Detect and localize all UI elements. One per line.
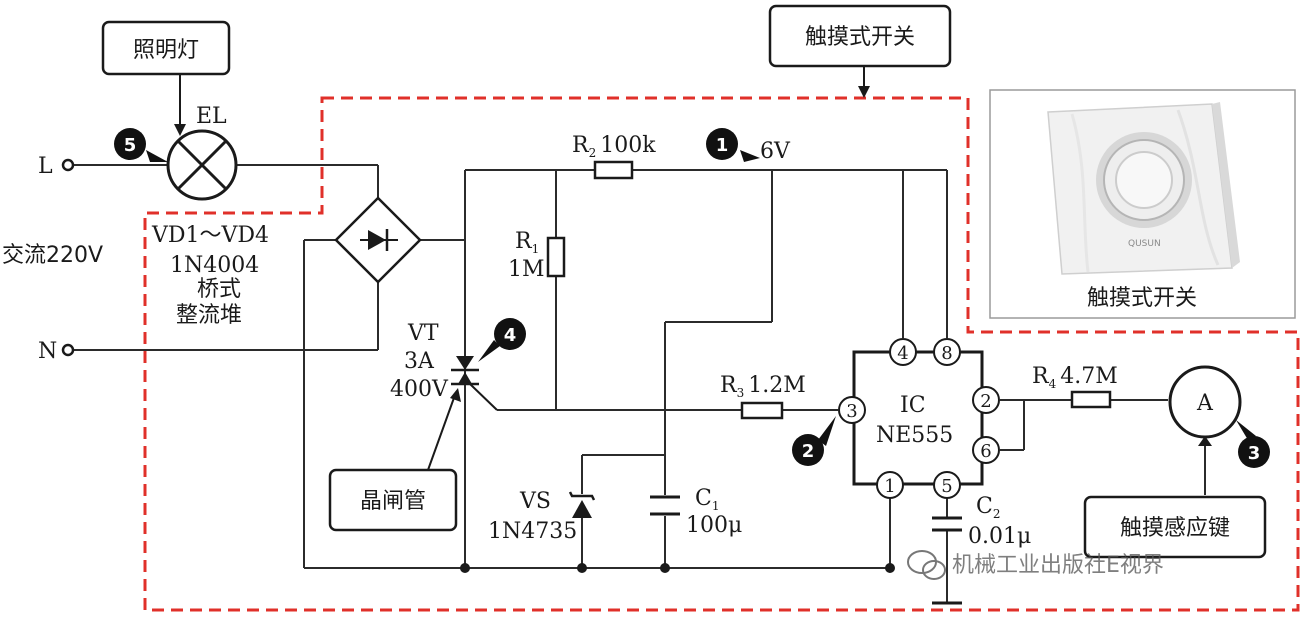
- bridge-rectifier: [334, 196, 422, 284]
- ac-source-label: 交流220V: [2, 243, 103, 268]
- photo-brand-text: QUSUN: [1128, 239, 1161, 249]
- vs-part-label: 1N4735: [488, 519, 577, 544]
- ic-pin-8: 8: [941, 343, 952, 364]
- thyristor-callout: 晶闸管: [328, 388, 461, 532]
- r4-value: 4.7M: [1060, 364, 1118, 389]
- resistor-r1: R1 1M: [508, 229, 566, 282]
- dashed-region-switch: [143, 96, 1300, 612]
- bridge-ref-label: VD1～VD4: [151, 223, 269, 248]
- watermark-text: 机械工业出版社E视界: [952, 553, 1164, 578]
- vt-voltage-label: 400V: [390, 377, 449, 402]
- terminal-n-dot: [61, 343, 75, 357]
- c2-sub: 2: [993, 507, 1001, 521]
- badge-2: 2: [792, 416, 836, 466]
- svg-text:R31.2M: R31.2M: [720, 373, 806, 400]
- c2-value: 0.01μ: [968, 524, 1031, 549]
- r2-ref: R: [572, 133, 590, 158]
- svg-text:R1: R1: [515, 229, 539, 256]
- vt-ref-label: VT: [407, 321, 439, 346]
- c2-ref: C: [976, 494, 993, 519]
- ic-pin-2: 2: [980, 391, 991, 412]
- watermark: 机械工业出版社E视界: [907, 550, 1164, 580]
- touch-switch-callout-text: 触摸式开关: [805, 25, 915, 50]
- lamp-ref-label: EL: [196, 104, 227, 129]
- photo-caption: 触摸式开关: [1087, 286, 1197, 311]
- r1-ref: R: [515, 229, 533, 254]
- badge-3: 3: [1236, 420, 1270, 468]
- touch-switch-callout: 触摸式开关: [768, 4, 952, 98]
- touch-key-callout-text: 触摸感应键: [1120, 516, 1230, 541]
- badge-1: 1: [706, 128, 760, 162]
- badge-1-number: 1: [716, 135, 729, 156]
- touch-key-symbol: A: [1168, 365, 1242, 446]
- capacitor-c2: C2 0.01μ: [932, 494, 1031, 605]
- lamp-callout-text: 照明灯: [133, 38, 199, 63]
- wires: [70, 164, 1206, 603]
- vs-ref-label: VS: [519, 489, 551, 514]
- lamp-callout: 照明灯: [101, 20, 231, 136]
- r4-ref: R: [1032, 364, 1050, 389]
- product-photo: QUSUN 触摸式开关: [989, 89, 1296, 319]
- thyristor-vt: [451, 356, 498, 411]
- r3-ref: R: [720, 373, 738, 398]
- bridge-part-label: 1N4004: [170, 253, 259, 278]
- bridge-desc-1: 桥式: [197, 277, 241, 302]
- ic-pin-1: 1: [884, 476, 895, 497]
- capacitor-c1: C1 100μ: [650, 486, 742, 538]
- lamp-el: EL: [166, 104, 238, 201]
- r1-sub: 1: [532, 242, 540, 256]
- badge-4-number: 4: [504, 325, 517, 346]
- junction-dots: [460, 563, 895, 573]
- touch-key-callout: 触摸感应键: [1083, 495, 1267, 559]
- badge-2-number: 2: [802, 441, 815, 462]
- supply-voltage-label: 6V: [760, 139, 791, 164]
- ic-pin-5: 5: [941, 476, 952, 497]
- terminal-n-label: N: [38, 339, 57, 364]
- svg-text:C1: C1: [695, 486, 719, 513]
- r3-sub: 3: [737, 386, 745, 400]
- badge-5-number: 5: [124, 135, 137, 156]
- terminal-l-dot: [61, 158, 75, 172]
- r1-value: 1M: [508, 257, 545, 282]
- vt-current-label: 3A: [404, 349, 435, 374]
- ic-ne555: IC NE555 4 8 3 2 6 1 5: [838, 338, 1000, 499]
- c1-ref: C: [695, 486, 712, 511]
- r2-value: 100k: [600, 133, 656, 158]
- svg-text:R44.7M: R44.7M: [1032, 364, 1118, 391]
- ic-pin-3: 3: [846, 401, 857, 422]
- thyristor-callout-text: 晶闸管: [360, 489, 426, 514]
- ic-pin-6: 6: [980, 441, 991, 462]
- badge-3-number: 3: [1248, 443, 1261, 464]
- touch-key-letter: A: [1196, 391, 1214, 416]
- ic-part-label: NE555: [876, 423, 953, 448]
- badge-5: 5: [114, 128, 168, 162]
- c1-sub: 1: [712, 499, 720, 513]
- ic-pin-4: 4: [897, 343, 908, 364]
- c1-value: 100μ: [686, 513, 742, 538]
- zener-vs: [568, 491, 596, 518]
- badge-4: 4: [478, 318, 526, 362]
- r3-value: 1.2M: [748, 373, 806, 398]
- r2-sub: 2: [589, 146, 597, 160]
- ic-ref-label: IC: [900, 393, 926, 418]
- terminal-l-label: L: [38, 154, 53, 179]
- r4-sub: 4: [1049, 377, 1057, 391]
- bridge-desc-2: 整流堆: [176, 303, 242, 328]
- svg-text:C2: C2: [976, 494, 1000, 521]
